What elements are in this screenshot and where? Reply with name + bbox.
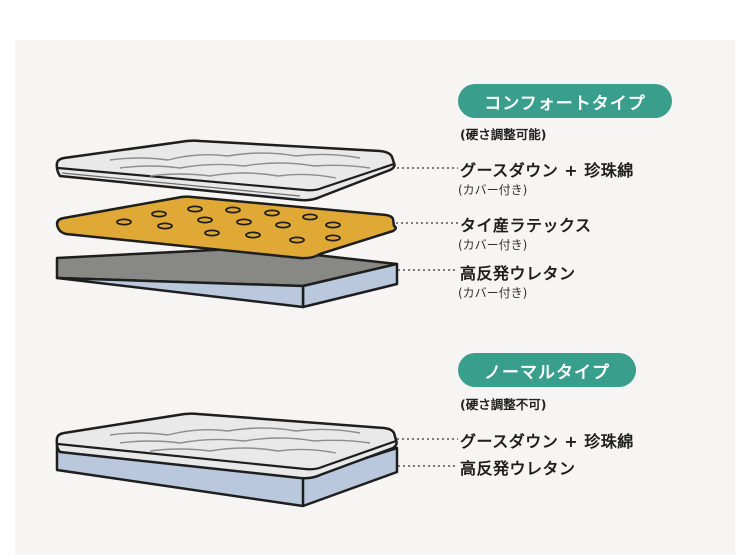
comfort-layer-1-label: グースダウン + 珍珠綿 [460,161,634,180]
normal-type-badge: ノーマルタイプ [458,353,636,387]
leader-lines [396,167,458,467]
comfort-layer-3-label: 高反発ウレタン [460,264,576,283]
comfort-urethane-layer [55,246,399,309]
comfort-layer-2-label: タイ産ラテックス [460,216,592,235]
comfort-type-subtitle: (硬さ調整可能) [460,127,547,142]
normal-topper-layer [55,412,398,480]
normal-type-subtitle: (硬さ調整不可) [460,397,547,412]
normal-layer-1-label: グースダウン + 珍珠綿 [460,432,634,451]
normal-layer-2-label: 高反発ウレタン [460,459,576,478]
comfort-latex-layer [55,195,397,260]
comfort-type-badge: コンフォートタイプ [458,84,672,118]
comfort-layer-1-note: (カバー付き) [458,183,528,197]
comfort-layer-2-note: (カバー付き) [458,238,528,252]
comfort-topper-layer [55,139,396,202]
comfort-layer-3-note: (カバー付き) [458,286,528,300]
